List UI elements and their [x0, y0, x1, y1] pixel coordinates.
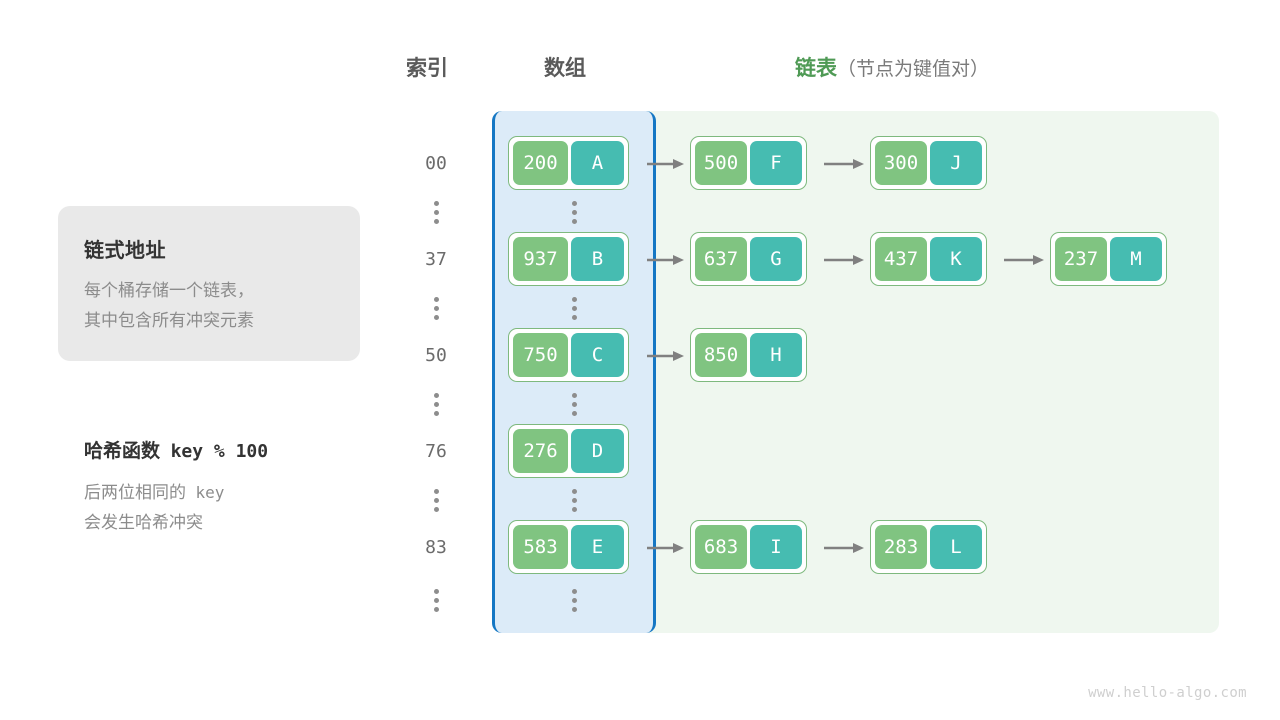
chain-arrow-37-0 — [647, 254, 684, 266]
index-ellipsis-3 — [429, 489, 443, 512]
info-card: 链式地址 每个桶存储一个链表， 其中包含所有冲突元素 — [58, 206, 360, 361]
header-array: 数组 — [544, 57, 586, 80]
node-key: 583 — [513, 525, 568, 569]
node-key: 937 — [513, 237, 568, 281]
index-label-37: 37 — [425, 249, 447, 270]
info-card-description: 每个桶存储一个链表， 其中包含所有冲突元素 — [84, 276, 254, 336]
index-ellipsis-4 — [429, 589, 443, 612]
node-value: A — [571, 141, 624, 185]
hash-function-description-line1: 后两位相同的 key — [84, 478, 224, 508]
info-card-description-line1: 每个桶存储一个链表， — [84, 281, 254, 300]
chain-arrow-83-0 — [647, 542, 684, 554]
hash-function-title: 哈希函数 key % 100 — [84, 436, 268, 463]
node-value: D — [571, 429, 624, 473]
index-label-76: 76 — [425, 441, 447, 462]
array-ellipsis-0 — [567, 201, 581, 224]
chain-arrow-00-1 — [824, 158, 864, 170]
node-key: 437 — [875, 237, 927, 281]
node-value: C — [571, 333, 624, 377]
chain-arrow-50-0 — [647, 350, 684, 362]
node-key: 300 — [875, 141, 927, 185]
hash-function-label: 哈希函数 — [84, 441, 161, 462]
index-label-83: 83 — [425, 537, 447, 558]
index-ellipsis-2 — [429, 393, 443, 416]
node-value: L — [930, 525, 982, 569]
node-value: I — [750, 525, 802, 569]
info-card-description-line2: 其中包含所有冲突元素 — [84, 311, 254, 330]
index-ellipsis-0 — [429, 201, 443, 224]
hash-function-expression: key % 100 — [170, 441, 269, 462]
node-value: H — [750, 333, 802, 377]
array-ellipsis-1 — [567, 297, 581, 320]
header-linked-list-main: 链表 — [795, 57, 837, 80]
chain-arrow-00-0 — [647, 158, 684, 170]
index-label-00: 00 — [425, 153, 447, 174]
node-key: 283 — [875, 525, 927, 569]
header-linked-list: 链表（节点为键值对） — [795, 52, 989, 82]
node-key: 850 — [695, 333, 747, 377]
hash-desc-text-a: 后两位相同的 — [84, 483, 186, 502]
array-ellipsis-4 — [567, 589, 581, 612]
node-key: 750 — [513, 333, 568, 377]
node-value: E — [571, 525, 624, 569]
chain-arrow-83-1 — [824, 542, 864, 554]
hash-function-description-line2: 会发生哈希冲突 — [84, 513, 203, 532]
node-key: 637 — [695, 237, 747, 281]
node-value: F — [750, 141, 802, 185]
node-key: 200 — [513, 141, 568, 185]
chain-arrow-37-1 — [824, 254, 864, 266]
node-value: K — [930, 237, 982, 281]
array-ellipsis-2 — [567, 393, 581, 416]
index-label-50: 50 — [425, 345, 447, 366]
header-index: 索引 — [406, 57, 448, 80]
index-ellipsis-1 — [429, 297, 443, 320]
chain-arrow-37-2 — [1004, 254, 1044, 266]
hash-function-description: 后两位相同的 key 会发生哈希冲突 — [84, 478, 224, 538]
node-value: B — [571, 237, 624, 281]
info-card-title: 链式地址 — [84, 240, 166, 262]
node-value: G — [750, 237, 802, 281]
node-key: 683 — [695, 525, 747, 569]
header-linked-list-note: （节点为键值对） — [837, 59, 990, 80]
node-value: J — [930, 141, 982, 185]
node-key: 500 — [695, 141, 747, 185]
node-key: 237 — [1055, 237, 1107, 281]
node-key: 276 — [513, 429, 568, 473]
hash-desc-key-token: key — [195, 483, 225, 502]
array-ellipsis-3 — [567, 489, 581, 512]
node-value: M — [1110, 237, 1162, 281]
watermark: www.hello-algo.com — [1088, 685, 1247, 701]
